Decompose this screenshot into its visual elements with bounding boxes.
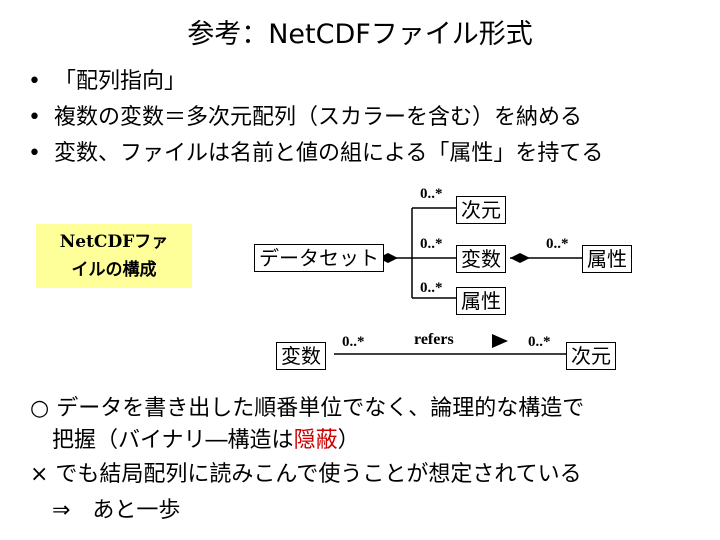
callout-line-1: NetCDFファ xyxy=(59,232,169,252)
multiplicity-label: 0..* xyxy=(420,186,443,202)
bullet-item: • 「配列指向」 xyxy=(28,64,603,100)
multiplicity-label: 0..* xyxy=(528,334,551,350)
note-text: ） xyxy=(337,428,360,453)
multiplicity-label: 0..* xyxy=(420,280,443,296)
note-line-3: × でも結局配列に読みこんで使うことが想定されている xyxy=(30,462,582,487)
structure-callout: NetCDFファ イルの構成 xyxy=(36,224,192,288)
bullet-marker: • xyxy=(28,105,41,130)
note-line-1: ○ データを書き出した順番単位でなく、論理的な構造で xyxy=(30,396,585,421)
multiplicity-label: 0..* xyxy=(420,236,443,252)
note-line-2: 把握（バイナリ―構造は隠蔽） xyxy=(30,424,360,458)
page-title: 参考：NetCDFファイル形式 xyxy=(187,19,533,50)
ref-variable-box: 変数 xyxy=(276,342,326,370)
ref-dimension-box: 次元 xyxy=(566,342,616,370)
bullet-list: • 「配列指向」 • 複数の変数＝多次元配列（スカラーを含む）を納める • 変数、ファ… xyxy=(28,64,603,172)
attribute-box: 属性 xyxy=(456,287,506,315)
bullet-item: • 複数の変数＝多次元配列（スカラーを含む）を納める xyxy=(28,100,603,136)
refers-label: refers xyxy=(414,331,454,348)
callout-line-2: イルの構成 xyxy=(71,260,157,280)
bullet-text: 複数の変数＝多次元配列（スカラーを含む）を納める xyxy=(54,105,583,130)
dimension-box: 次元 xyxy=(456,196,506,224)
highlight-text: 隠蔽 xyxy=(293,428,338,453)
bullet-text: 「配列指向」 xyxy=(54,69,187,94)
bullet-text: 変数、ファイルは名前と値の組による「属性」を持てる xyxy=(54,141,604,166)
composition-diamond xyxy=(510,253,530,263)
variable-box: 変数 xyxy=(456,245,506,273)
dataset-box: データセット xyxy=(254,244,384,272)
multiplicity-label: 0..* xyxy=(342,334,365,350)
variable-attribute-box: 属性 xyxy=(582,245,632,273)
bullet-marker: • xyxy=(28,69,41,94)
note-line-4: ⇒ あと一歩 xyxy=(30,498,181,523)
bullet-marker: • xyxy=(28,141,41,166)
bullet-item: • 変数、ファイルは名前と値の組による「属性」を持てる xyxy=(28,136,603,172)
note-text: 把握（バイナリ―構造は xyxy=(30,428,294,453)
refers-arrow-icon xyxy=(492,334,508,348)
multiplicity-label: 0..* xyxy=(546,236,569,252)
